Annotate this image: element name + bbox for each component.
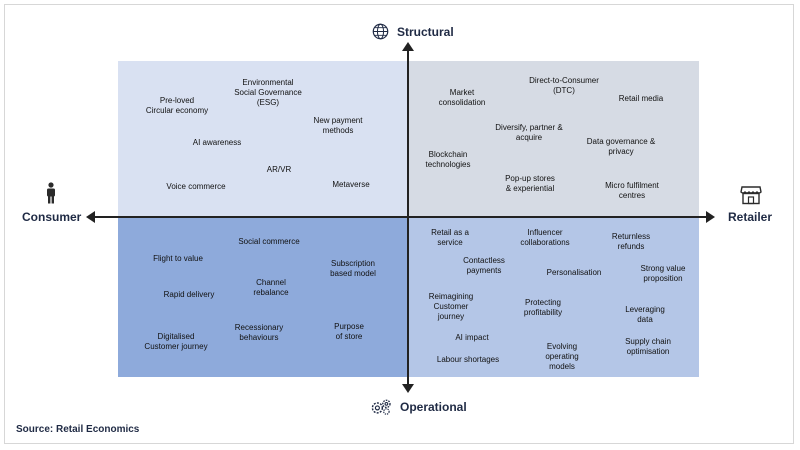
trend-voice-commerce: Voice commerce bbox=[166, 182, 226, 191]
trend-influencer-collaborations: Influencer collaborations bbox=[520, 228, 570, 247]
trend-contactless-payments: Contactless payments bbox=[463, 256, 505, 275]
trend-supply-chain: Supply chain optimisation bbox=[625, 337, 671, 356]
trend-labour-shortages: Labour shortages bbox=[436, 355, 500, 364]
trend-blockchain: Blockchain technologies bbox=[425, 150, 471, 169]
source-note: Source: Retail Economics bbox=[16, 424, 140, 435]
trend-retail-media: Retail media bbox=[618, 94, 664, 103]
trend-retail-as-a-service: Retail as a service bbox=[431, 228, 469, 247]
figure-frame bbox=[4, 4, 794, 444]
shop-icon bbox=[740, 185, 762, 209]
trend-strong-value-proposition: Strong value proposition bbox=[640, 264, 686, 283]
trend-micro-fulfilment: Micro fulfilment centres bbox=[605, 181, 659, 200]
trend-metaverse: Metaverse bbox=[332, 180, 370, 189]
trend-reimagining-journey: Reimagining Customer journey bbox=[428, 292, 474, 321]
axis-arrow-left bbox=[86, 211, 95, 223]
trend-purpose-of-store: Purpose of store bbox=[334, 322, 364, 341]
axis-label-operational: Operational bbox=[400, 400, 467, 414]
trend-ai-impact: AI impact bbox=[455, 333, 489, 342]
trend-flight-to-value: Flight to value bbox=[153, 254, 203, 263]
trend-recessionary-behaviours: Recessionary behaviours bbox=[234, 323, 284, 342]
trend-returnless-refunds: Returnless refunds bbox=[611, 232, 651, 251]
trend-digitalised-journey: Digitalised Customer journey bbox=[144, 332, 208, 351]
trend-diversify-partner-acquire: Diversify, partner & acquire bbox=[495, 123, 563, 142]
axis-arrow-up bbox=[402, 42, 414, 51]
trend-esg: Environmental Social Governance (ESG) bbox=[234, 78, 302, 107]
trend-dtc: Direct-to-Consumer (DTC) bbox=[529, 76, 599, 95]
trend-protecting-profitability: Protecting profitability bbox=[523, 298, 563, 317]
person-icon bbox=[44, 182, 58, 208]
trend-rapid-delivery: Rapid delivery bbox=[163, 290, 215, 299]
trend-ai-awareness: AI awareness bbox=[192, 138, 242, 147]
trend-pre-loved: Pre-loved Circular economy bbox=[145, 96, 209, 115]
vertical-axis bbox=[407, 50, 409, 384]
quadrant-retailer-operational bbox=[409, 217, 699, 377]
axis-label-consumer: Consumer bbox=[22, 210, 82, 224]
trend-data-governance: Data governance & privacy bbox=[586, 137, 656, 156]
trend-ar-vr: AR/VR bbox=[266, 165, 292, 174]
globe-icon bbox=[372, 23, 389, 44]
quadrant-consumer-operational bbox=[118, 217, 409, 377]
axis-label-structural: Structural bbox=[397, 25, 454, 39]
quadrant-retailer-structural bbox=[409, 61, 699, 217]
gears-icon bbox=[369, 398, 393, 420]
trend-market-consolidation: Market consolidation bbox=[438, 88, 486, 107]
trend-pop-up-stores: Pop-up stores & experiential bbox=[505, 174, 555, 193]
trend-subscription-model: Subscription based model bbox=[330, 259, 376, 278]
axis-label-retailer: Retailer bbox=[728, 210, 773, 224]
trend-channel-rebalance: Channel rebalance bbox=[253, 278, 289, 297]
trend-new-payment-methods: New payment methods bbox=[313, 116, 363, 135]
trend-personalisation: Personalisation bbox=[546, 268, 602, 277]
axis-arrow-right bbox=[706, 211, 715, 223]
trend-evolving-operating-models: Evolving operating models bbox=[545, 342, 579, 371]
trend-social-commerce: Social commerce bbox=[238, 237, 300, 246]
quadrant-consumer-structural bbox=[118, 61, 409, 217]
horizontal-axis bbox=[94, 216, 706, 218]
axis-arrow-down bbox=[402, 384, 414, 393]
trend-leveraging-data: Leveraging data bbox=[625, 305, 665, 324]
